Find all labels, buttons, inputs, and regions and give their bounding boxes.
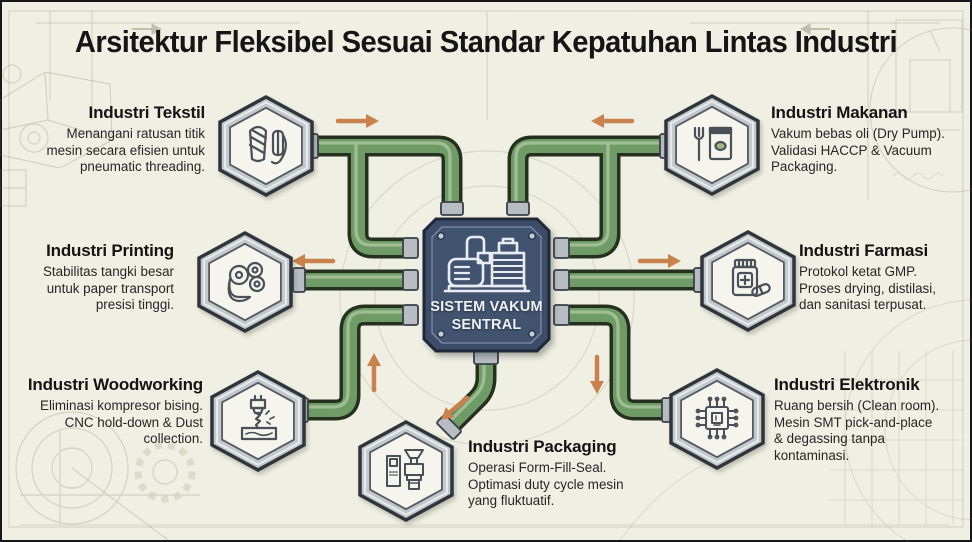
thread-spool-icon [248,125,287,165]
flow-arrow-makanan [591,114,635,128]
hexagon-node-makanan [659,92,765,198]
form-fill-seal-machine-icon [386,449,424,490]
flow-arrow-printing [292,254,336,268]
industry-name: Industri Elektronik [774,375,920,394]
industry-name: Industri Makanan [771,103,908,122]
hexagon-node-packaging [353,418,459,524]
industry-label-elektronik: Industri Elektronik Ruang bersih (Clean … [774,375,954,464]
flow-arrow-packaging [440,395,470,420]
corner-screws [437,232,536,338]
vacuum-pump-icon [443,235,531,293]
paper-rolls-icon [227,261,266,303]
industry-label-woodworking: Industri Woodworking Eliminasi kompresor… [12,375,203,448]
cnc-router-icon [240,394,278,441]
flow-arrow-tekstil [335,114,379,128]
medicine-bottle-icon [731,258,771,297]
industry-name: Industri Woodworking [27,375,203,394]
flow-arrow-farmasi [637,254,681,268]
microchip-icon [695,396,739,440]
industry-label-farmasi: Industri Farmasi Protokol ketat GMP. Pro… [799,241,964,314]
fork-and-vacuum-bag-icon [693,126,733,162]
hub-label-line2: SENTRAL [451,316,522,333]
hub-label-line1: SISTEM VAKUM [430,299,543,315]
hexagon-node-elektronik [664,366,770,472]
hexagon-node-printing [192,229,298,335]
hexagon-node-tekstil [213,93,319,199]
industry-label-tekstil: Industri Tekstil Menangani ratusan titik… [18,103,205,176]
industry-name: Industri Tekstil [88,103,206,122]
flow-arrow-woodworking [367,353,381,393]
hexagon-node-woodworking [205,368,311,474]
hexagon-node-farmasi [695,228,801,334]
industry-name: Industri Farmasi [799,241,929,260]
industry-name: Industri Printing [46,241,174,260]
industry-label-makanan: Industri Makanan Vakum bebas oli (Dry Pu… [771,103,966,176]
hub-label: SISTEM VAKUM SENTRAL [420,299,553,334]
central-vacuum-hub: SISTEM VAKUM SENTRAL [420,215,553,355]
flow-arrow-elektronik [590,354,604,394]
industry-label-packaging: Industri Packaging Operasi Form-Fill-Sea… [468,437,698,510]
industry-name: Industri Packaging [468,437,617,456]
page-title: Arsitektur Fleksibel Sesuai Standar Kepa… [74,24,898,59]
industry-label-printing: Industri Printing Stabilitas tangki besa… [14,241,174,314]
